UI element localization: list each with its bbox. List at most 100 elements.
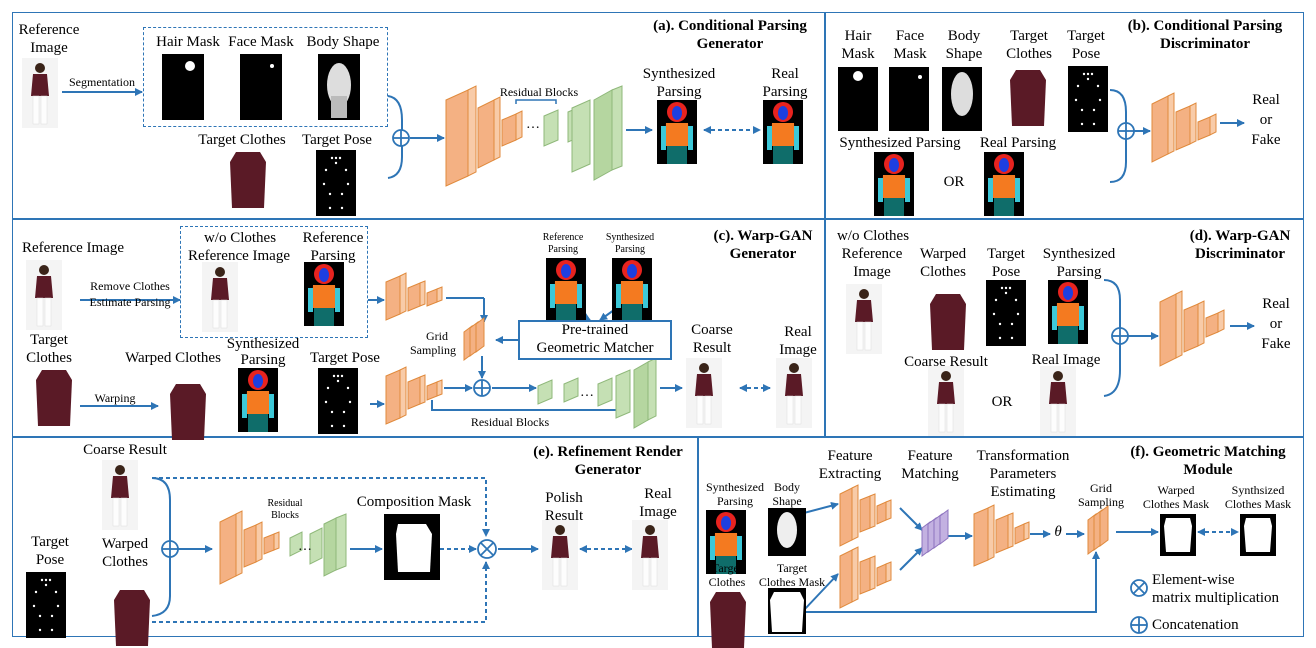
wo-clothes-label-2: Reference Image bbox=[187, 248, 290, 264]
panel-e-refinement-render-generator bbox=[12, 437, 698, 637]
real-or-fake-d-label: Real bbox=[1262, 296, 1290, 312]
synth-parsing-small-label-2: Parsing bbox=[615, 244, 645, 255]
panel-a-title: (a). Conditional Parsing bbox=[653, 18, 807, 34]
reference-image-label-2: Image bbox=[30, 40, 68, 56]
ref-parsing-small-label-2: Parsing bbox=[548, 244, 578, 255]
hair-mask-label: Hair Mask bbox=[156, 34, 220, 50]
panel-c-subtitle: Generator bbox=[729, 246, 797, 262]
residual-blocks-label: Residual Blocks bbox=[499, 85, 579, 99]
warped-clothes-d-label-2: Clothes bbox=[920, 264, 966, 280]
panel-a-subtitle: Generator bbox=[696, 36, 764, 52]
reference-group-box bbox=[180, 226, 368, 338]
real-parsing-label-2: Parsing bbox=[762, 84, 808, 100]
coarse-result-d-label: Coarse Result bbox=[904, 354, 988, 370]
body-label: Body bbox=[947, 28, 981, 44]
real-image-d-label: Real Image bbox=[1031, 352, 1101, 368]
concat-icon bbox=[1117, 122, 1135, 140]
panel-f-title: (f). Geometric Matching bbox=[1130, 444, 1286, 460]
real-parsing-b-label: Real Parsing bbox=[979, 135, 1057, 151]
warped-clothes-e-label-2: Clothes bbox=[102, 554, 148, 570]
panel-d-title: (d). Warp-GAN bbox=[1189, 228, 1291, 244]
target-clothes-mask-label: Target bbox=[776, 561, 808, 575]
grid-sampling-c-label-2: Sampling bbox=[409, 343, 456, 357]
body-shape-label: Body Shape bbox=[306, 34, 380, 50]
panel-f-subtitle: Module bbox=[1183, 462, 1233, 478]
multiply-icon bbox=[1130, 579, 1148, 597]
wo-clothes-d-label: w/o Clothes bbox=[836, 228, 910, 244]
panel-c-warp-gan-generator bbox=[12, 219, 825, 437]
feature-matching-label: Feature bbox=[907, 448, 953, 464]
theta-label: θ bbox=[1054, 524, 1062, 540]
synthesized-parsing-c-label-2: Parsing bbox=[240, 352, 286, 368]
face-mask-label: Face Mask bbox=[228, 34, 294, 50]
warped-clothes-e-label: Warped bbox=[101, 536, 149, 552]
panel-b-subtitle: Discriminator bbox=[1160, 36, 1250, 52]
grid-sampling-c-label: Grid bbox=[426, 329, 448, 343]
target-clothes-b-label-2: Clothes bbox=[1006, 46, 1052, 62]
or-label: OR bbox=[943, 174, 965, 190]
concat-icon bbox=[161, 540, 179, 558]
panel-b-title: (b). Conditional Parsing bbox=[1127, 18, 1283, 34]
panel-e-subtitle: Generator bbox=[574, 462, 642, 478]
legend-multiply-label: Element-wise bbox=[1152, 572, 1235, 588]
warped-clothes-mask-label-2: Clothes Mask bbox=[1142, 497, 1210, 511]
grid-sampling-f-label: Grid bbox=[1090, 481, 1112, 495]
transformation-label: Transformation bbox=[976, 448, 1070, 464]
hair-label: Hair bbox=[844, 28, 872, 44]
real-image-e-label-2: Image bbox=[639, 504, 677, 520]
remove-clothes-label: Remove Clothes bbox=[90, 279, 170, 293]
target-pose-c-label: Target Pose bbox=[310, 350, 380, 366]
target-clothes-c-label: Target bbox=[30, 332, 68, 348]
panel-b-conditional-parsing-discriminator bbox=[825, 12, 1304, 219]
real-parsing-label: Real bbox=[771, 66, 799, 82]
synth-parsing-small-label: Synthesized bbox=[605, 232, 655, 243]
synthesized-parsing-b-label: Synthesized Parsing bbox=[839, 135, 961, 151]
reference-image-c-label: Reference Image bbox=[21, 240, 124, 256]
reference-parsing-label: Reference bbox=[302, 230, 364, 246]
polish-result-label-2: Result bbox=[544, 508, 584, 524]
real-image-c-label: Real bbox=[784, 324, 812, 340]
synthesized-parsing-d-label: Synthesized bbox=[1042, 246, 1116, 262]
feature-matching-label-2: Matching bbox=[901, 466, 959, 482]
feature-extracting-label: Feature bbox=[827, 448, 873, 464]
concat-icon bbox=[473, 379, 491, 397]
real-image-c-label-2: Image bbox=[779, 342, 817, 358]
warped-clothes-mask-label: Warped bbox=[1157, 483, 1195, 497]
real-or-fake-d-label-3: Fake bbox=[1261, 336, 1291, 352]
body-shape-f-label-2: Shape bbox=[772, 494, 802, 508]
matcher-label: Pre-trained bbox=[561, 322, 629, 338]
estimate-parsing-label: Estimate Parsing bbox=[89, 295, 171, 309]
target-clothes-mask-label-2: Clothes Mask bbox=[758, 575, 826, 589]
target-clothes-f-label-2: Clothes bbox=[708, 575, 746, 589]
polish-result-label: Polish bbox=[545, 490, 583, 506]
feature-extracting-label-2: Extracting bbox=[818, 466, 882, 482]
synthesized-parsing-label: Synthesized bbox=[642, 66, 716, 82]
or-d-label: OR bbox=[991, 394, 1013, 410]
real-or-fake-label-2: or bbox=[1259, 112, 1273, 128]
condition-group-box bbox=[143, 27, 388, 127]
synthesized-parsing-d-label-2: Parsing bbox=[1056, 264, 1102, 280]
target-clothes-b-label: Target bbox=[1010, 28, 1048, 44]
real-or-fake-label: Real bbox=[1252, 92, 1280, 108]
multiply-icon bbox=[477, 539, 497, 559]
target-pose-b-label-2: Pose bbox=[1071, 46, 1101, 62]
svg-text:…: … bbox=[580, 385, 594, 400]
concat-icon bbox=[1130, 616, 1148, 634]
legend-multiply-label-2: matrix multiplication bbox=[1152, 590, 1280, 606]
target-pose-e-label: Target bbox=[31, 534, 69, 550]
wo-clothes-d-label-2: Reference bbox=[841, 246, 903, 262]
warped-clothes-d-label: Warped bbox=[919, 246, 967, 262]
concat-icon bbox=[392, 129, 410, 147]
ref-parsing-small-label: Reference bbox=[542, 232, 584, 243]
segmentation-label: Segmentation bbox=[69, 75, 135, 89]
warping-label: Warping bbox=[94, 391, 136, 405]
synthesized-parsing-label-2: Parsing bbox=[656, 84, 702, 100]
real-image-e-label: Real bbox=[644, 486, 672, 502]
body-label-2: Shape bbox=[945, 46, 983, 62]
reference-parsing-label-2: Parsing bbox=[310, 248, 356, 264]
target-pose-b-label: Target bbox=[1067, 28, 1105, 44]
residual-e-label: Residual bbox=[267, 498, 303, 509]
svg-text:…: … bbox=[526, 117, 540, 132]
coarse-result-e-label: Coarse Result bbox=[83, 442, 167, 458]
